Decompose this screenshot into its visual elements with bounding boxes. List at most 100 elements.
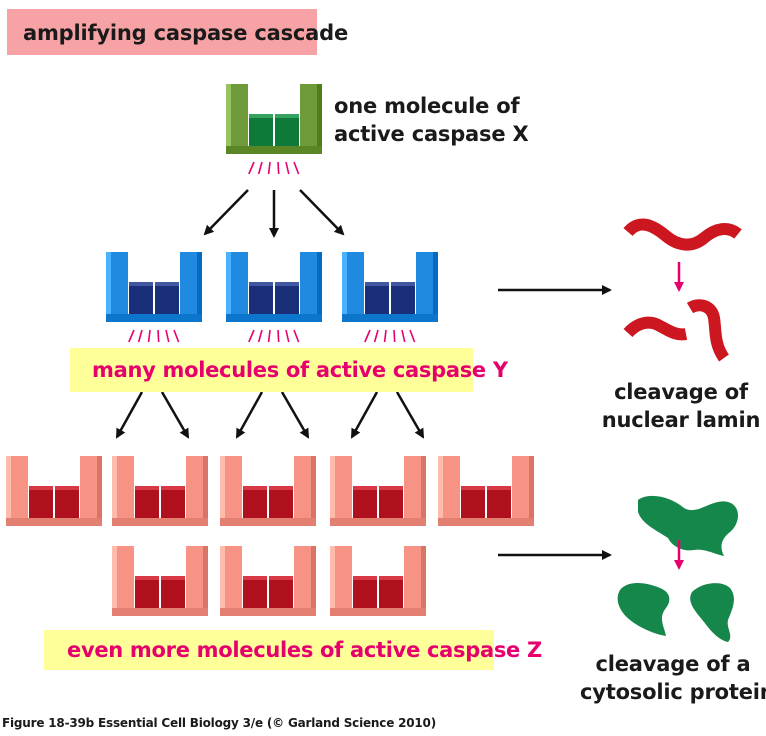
arrow-x-to-y3 — [299, 189, 345, 236]
caspase-molecules — [6, 84, 534, 616]
caspase-y-molecule-1-left-pillar — [106, 252, 128, 322]
caspase-z-molecule-5-base — [438, 518, 534, 526]
caspase-x-label-line1: one molecule of — [334, 94, 520, 118]
caspase-z-molecule-1-left-pillar — [6, 456, 28, 526]
caspase-y-label-box: many molecules of active caspase Y — [70, 348, 508, 392]
caspase-z-molecule-8-base — [330, 608, 426, 616]
caspase-z-molecule-2-left-pillar-highlight — [112, 456, 117, 526]
caspase-z-molecule-7-right-pillar-shade — [311, 546, 316, 616]
caspase-y-molecule-2-activity-ray — [277, 329, 280, 343]
caspase-z-molecule-7-subunit-1 — [243, 576, 267, 608]
caspase-z-molecule-7-left-pillar — [220, 546, 242, 616]
caspase-y-molecule-3-right-pillar-shade — [433, 252, 438, 322]
cytosolic-label: cleavage of a cytosolic protein — [580, 650, 766, 706]
caspase-z-molecule-4-left-pillar — [330, 456, 352, 526]
caspase-y-molecule-2-subunit-1-top — [249, 282, 273, 286]
cytosolic-label-line1: cleavage of a — [595, 652, 751, 676]
caspase-z-molecule-3-right-pillar-shade — [311, 456, 316, 526]
caspase-z-molecule-5 — [438, 456, 534, 526]
lamin-fragment-left — [623, 316, 688, 341]
figure-caption: Figure 18-39b Essential Cell Biology 3/e… — [2, 716, 436, 730]
caspase-y-molecule-2-activity-ray — [267, 329, 271, 343]
caspase-x-molecule-subunit-2 — [275, 114, 299, 146]
caspase-y-molecule-3-activity-ray — [409, 329, 416, 343]
caspase-y-molecule-2-subunit-2-top — [275, 282, 299, 286]
cyto-protein-intact — [638, 495, 738, 556]
caspase-x-molecule-activity-ray — [257, 161, 263, 175]
caspase-z-molecule-3-subunit-1-top — [243, 486, 267, 490]
caspase-x-molecule-right-pillar-shade — [317, 84, 322, 154]
caspase-x-molecule-activity-ray — [285, 161, 290, 175]
caspase-y-molecule-2-right-pillar-shade — [317, 252, 322, 322]
caspase-z-molecule-3-subunit-2 — [269, 486, 293, 518]
caspase-z-molecule-8-subunit-2 — [379, 576, 403, 608]
caspase-y-molecule-1-subunit-1 — [129, 282, 153, 314]
caspase-z-molecule-4-left-pillar-highlight — [330, 456, 335, 526]
arrow-y2-to-z4 — [280, 391, 310, 439]
caspase-z-molecule-6-subunit-1-top — [135, 576, 159, 580]
caspase-x-molecule-left-pillar — [226, 84, 248, 154]
arrow-y3-to-z5 — [350, 391, 379, 439]
caspase-x-molecule-subunit-1-top — [249, 114, 273, 118]
caspase-z-molecule-5-left-pillar — [438, 456, 460, 526]
caspase-z-molecule-1-base — [6, 518, 102, 526]
caspase-y-molecule-3-subunit-2-top — [391, 282, 415, 286]
caspase-z-molecule-3-left-pillar-highlight — [220, 456, 225, 526]
caspase-y-molecule-1-left-pillar-highlight — [106, 252, 111, 322]
caspase-z-molecule-2 — [112, 456, 208, 526]
caspase-z-molecule-7-subunit-1-top — [243, 576, 267, 580]
caspase-z-molecule-2-subunit-1 — [135, 486, 159, 518]
caspase-y-molecule-1-activity-ray — [173, 329, 180, 343]
cytosolic-protein — [617, 495, 738, 642]
caspase-z-molecule-4-subunit-2-top — [379, 486, 403, 490]
caspase-y-molecule-3-activity-ray — [373, 329, 379, 343]
caspase-z-molecule-5-right-pillar-shade — [529, 456, 534, 526]
caspase-z-molecule-8-subunit-2-top — [379, 576, 403, 580]
caspase-x-molecule-activity-ray — [293, 161, 300, 175]
caspase-z-molecule-1-right-pillar — [80, 456, 102, 526]
caspase-z-molecule-1-subunit-1 — [29, 486, 53, 518]
diagram-title: amplifying caspase cascade — [23, 21, 348, 45]
caspase-y-molecule-1-activity-ray — [165, 329, 170, 343]
caspase-y-molecule-3-right-pillar — [416, 252, 438, 322]
arrow-y1-to-z2 — [160, 391, 190, 439]
caspase-x-molecule-left-pillar-highlight — [226, 84, 231, 154]
caspase-z-molecule-7-subunit-2 — [269, 576, 293, 608]
caspase-z-molecule-3-subunit-1 — [243, 486, 267, 518]
caspase-z-molecule-3-right-pillar — [294, 456, 316, 526]
caspase-y-molecule-3-activity-ray — [383, 329, 387, 343]
caspase-z-molecule-4-subunit-1 — [353, 486, 377, 518]
caspase-z-molecule-7-left-pillar-highlight — [220, 546, 225, 616]
caspase-z-molecule-5-subunit-1 — [461, 486, 485, 518]
lamin-fragment-right — [686, 299, 730, 362]
caspase-z-molecule-1-subunit-1-top — [29, 486, 53, 490]
cascade-arrows — [115, 189, 612, 560]
caspase-z-label-box: even more molecules of active caspase Z — [44, 630, 542, 670]
caspase-z-molecule-7-right-pillar — [294, 546, 316, 616]
caspase-z-molecule-6-right-pillar — [186, 546, 208, 616]
caspase-z-label: even more molecules of active caspase Z — [67, 638, 542, 662]
lamin-intact — [623, 218, 742, 251]
caspase-z-molecule-8-left-pillar — [330, 546, 352, 616]
caspase-y-molecule-1-base — [106, 314, 202, 322]
caspase-x-molecule-activity-ray — [277, 161, 280, 175]
caspase-y-molecule-2-left-pillar — [226, 252, 248, 322]
caspase-x-label: one molecule of active caspase X — [334, 92, 529, 148]
caspase-z-molecule-1-left-pillar-highlight — [6, 456, 11, 526]
caspase-z-molecule-6-left-pillar-highlight — [112, 546, 117, 616]
caspase-y-molecule-2-right-pillar — [300, 252, 322, 322]
caspase-y-molecule-3-activity-ray — [401, 329, 406, 343]
caspase-y-molecule-2-subunit-1 — [249, 282, 273, 314]
caspase-z-molecule-2-subunit-2-top — [161, 486, 185, 490]
caspase-y-molecule-1-activity-ray — [137, 329, 143, 343]
caspase-z-molecule-6-left-pillar — [112, 546, 134, 616]
caspase-y-molecule-1-activity-ray — [128, 329, 135, 343]
caspase-x-molecule — [226, 84, 322, 175]
caspase-y-molecule-3-base — [342, 314, 438, 322]
caspase-z-molecule-6-base — [112, 608, 208, 616]
caspase-z-molecule-2-subunit-1-top — [135, 486, 159, 490]
cyto-fragment-right — [690, 583, 734, 642]
caspase-z-molecule-8-right-pillar-shade — [421, 546, 426, 616]
